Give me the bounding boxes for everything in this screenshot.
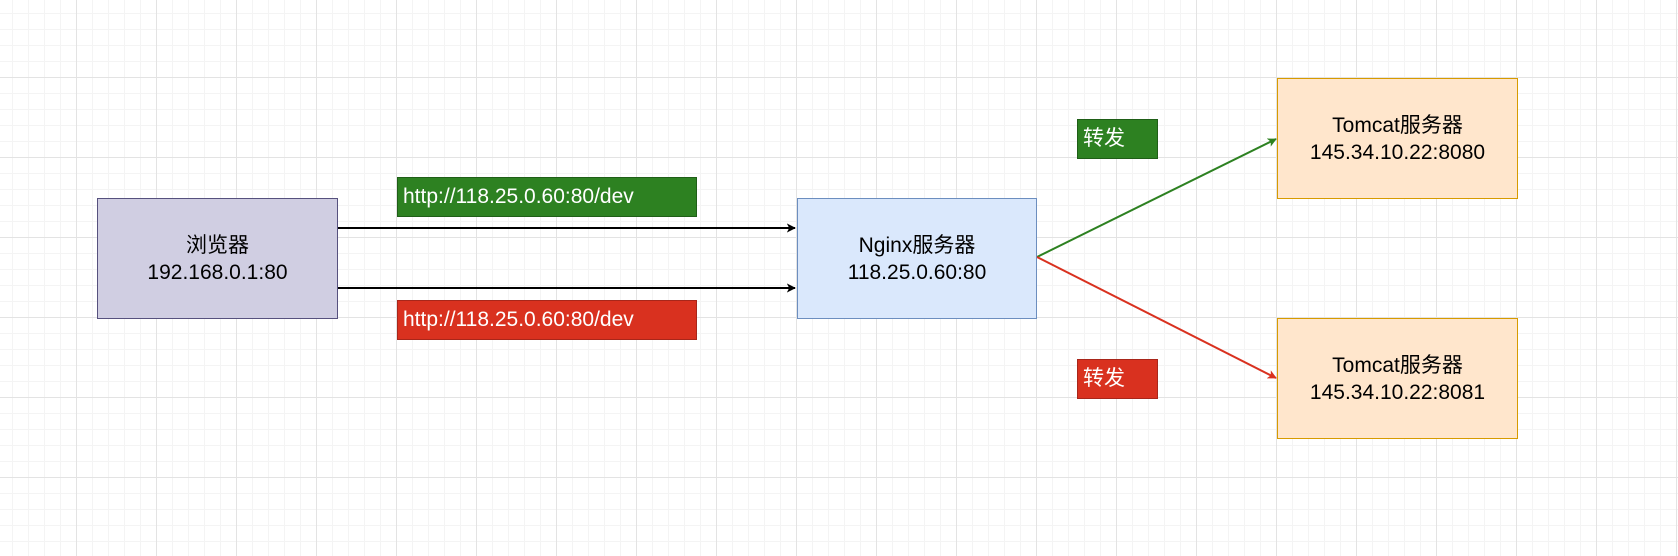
forward-label-top: 转发 xyxy=(1077,119,1158,159)
tomcat-node-b[interactable]: Tomcat服务器 145.34.10.22:8081 xyxy=(1277,318,1518,439)
nginx-node-title: Nginx服务器 xyxy=(858,233,976,257)
forward-arrow-to-tomcat-a xyxy=(1036,138,1277,258)
tomcat-node-a-title: Tomcat服务器 xyxy=(1332,113,1463,137)
tomcat-node-b-address: 145.34.10.22:8081 xyxy=(1309,380,1486,404)
request-label-bottom: http://118.25.0.60:80/dev xyxy=(397,300,697,340)
tomcat-node-a[interactable]: Tomcat服务器 145.34.10.22:8080 xyxy=(1277,78,1518,199)
browser-node-address: 192.168.0.1:80 xyxy=(147,260,288,284)
request-label-top: http://118.25.0.60:80/dev xyxy=(397,177,697,217)
forward-arrow-to-tomcat-b xyxy=(1036,256,1277,379)
nginx-node[interactable]: Nginx服务器 118.25.0.60:80 xyxy=(797,198,1037,319)
nginx-node-address: 118.25.0.60:80 xyxy=(847,260,987,284)
browser-node[interactable]: 浏览器 192.168.0.1:80 xyxy=(97,198,338,319)
browser-node-title: 浏览器 xyxy=(186,233,249,257)
tomcat-node-b-title: Tomcat服务器 xyxy=(1332,353,1463,377)
tomcat-node-a-address: 145.34.10.22:8080 xyxy=(1309,140,1486,164)
forward-label-bottom: 转发 xyxy=(1077,359,1158,399)
